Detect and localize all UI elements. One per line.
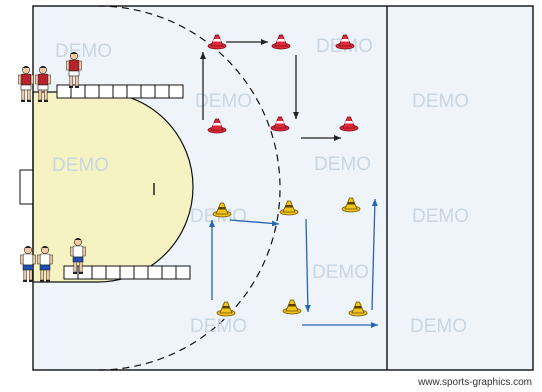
arrow-icon — [304, 218, 311, 313]
goal — [19, 169, 34, 205]
free-throw-line — [97, 5, 281, 371]
watermark: DEMO — [52, 155, 109, 176]
watermark: DEMO — [190, 316, 247, 337]
credit-text: www.sports-graphics.com — [418, 377, 532, 388]
court-boundary — [32, 5, 534, 371]
blue-arrows — [209, 198, 378, 328]
arrow-icon — [371, 198, 378, 311]
player-icon — [18, 65, 34, 103]
watermark: DEMO — [314, 154, 371, 175]
black-arrows — [200, 39, 341, 141]
arrow-icon — [229, 219, 280, 227]
watermark: DEMO — [195, 91, 252, 112]
watermark: DEMO — [412, 206, 469, 227]
watermark: DEMO — [412, 91, 469, 112]
watermark: DEMO — [55, 41, 112, 62]
bench-bottom — [63, 265, 191, 280]
watermark: DEMO — [312, 262, 369, 283]
watermark: DEMO — [410, 316, 467, 337]
bench-top — [56, 84, 184, 99]
